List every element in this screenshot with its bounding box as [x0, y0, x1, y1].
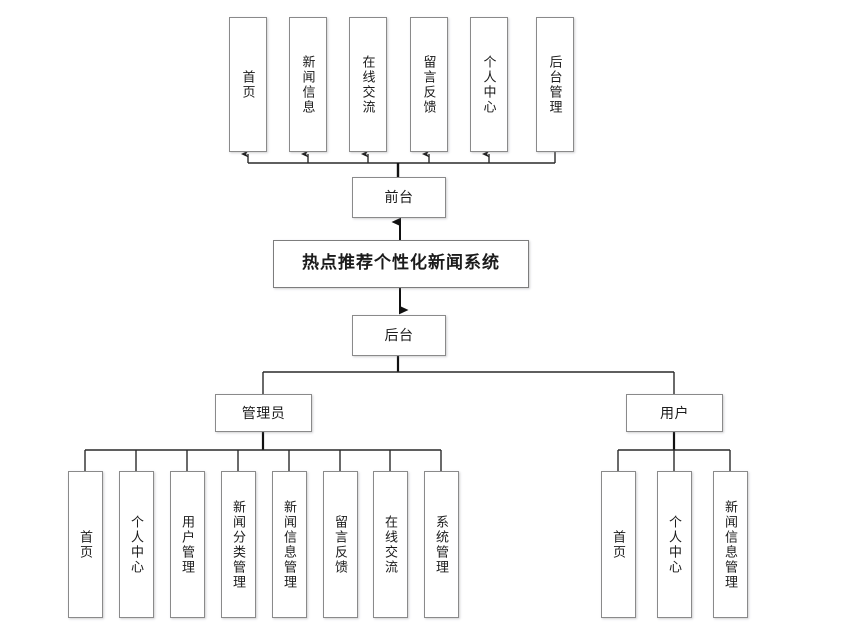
user-module-box[interactable]: 首页 [601, 471, 636, 618]
user-module-label: 新闻信息管理 [723, 499, 739, 590]
admin-module-box[interactable]: 用户管理 [170, 471, 205, 618]
frontend-module-box[interactable]: 新闻信息 [289, 17, 327, 152]
frontend-module-box[interactable]: 后台管理 [536, 17, 574, 152]
user-module-label: 个人中心 [667, 514, 683, 575]
frontend-module-label: 首页 [240, 69, 256, 100]
admin-module-box[interactable]: 留言反馈 [323, 471, 358, 618]
admin-module-box[interactable]: 个人中心 [119, 471, 154, 618]
admin-module-label: 用户管理 [180, 514, 196, 575]
frontend-module-label: 新闻信息 [300, 54, 316, 115]
role-node-admin[interactable]: 管理员 [215, 394, 312, 432]
system-root-node[interactable]: 热点推荐个性化新闻系统 [273, 240, 529, 288]
backend-node-label: 后台 [384, 327, 414, 344]
role-node-user[interactable]: 用户 [626, 394, 723, 432]
admin-module-box[interactable]: 系统管理 [424, 471, 459, 618]
admin-module-label: 个人中心 [129, 514, 145, 575]
admin-module-box[interactable]: 新闻信息管理 [272, 471, 307, 618]
admin-module-label: 在线交流 [383, 514, 399, 575]
user-module-box[interactable]: 个人中心 [657, 471, 692, 618]
role-label-admin: 管理员 [241, 404, 286, 421]
backend-node[interactable]: 后台 [352, 315, 446, 356]
admin-module-box[interactable]: 在线交流 [373, 471, 408, 618]
user-module-box[interactable]: 新闻信息管理 [713, 471, 748, 618]
frontend-node-label: 前台 [384, 189, 414, 206]
frontend-node[interactable]: 前台 [352, 177, 446, 218]
frontend-module-label: 个人中心 [481, 54, 497, 115]
admin-module-label: 新闻分类管理 [231, 499, 247, 590]
frontend-module-box[interactable]: 首页 [229, 17, 267, 152]
frontend-module-box[interactable]: 个人中心 [470, 17, 508, 152]
role-label-user: 用户 [660, 404, 689, 421]
admin-module-label: 系统管理 [434, 514, 450, 575]
admin-module-label: 留言反馈 [333, 514, 349, 575]
admin-module-label: 首页 [78, 529, 94, 560]
admin-module-label: 新闻信息管理 [282, 499, 298, 590]
frontend-module-box[interactable]: 在线交流 [349, 17, 387, 152]
frontend-module-label: 后台管理 [547, 54, 563, 115]
frontend-module-box[interactable]: 留言反馈 [410, 17, 448, 152]
frontend-module-label: 在线交流 [360, 54, 376, 115]
user-module-label: 首页 [611, 529, 627, 560]
frontend-module-label: 留言反馈 [421, 54, 437, 115]
system-root-label: 热点推荐个性化新闻系统 [302, 253, 500, 274]
admin-module-box[interactable]: 首页 [68, 471, 103, 618]
admin-module-box[interactable]: 新闻分类管理 [221, 471, 256, 618]
